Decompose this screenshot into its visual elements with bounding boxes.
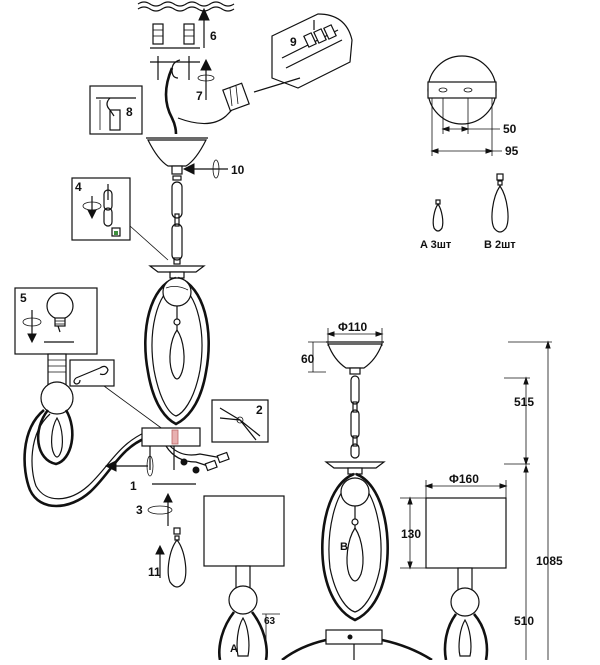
step-11-label: 11 [148, 565, 161, 579]
plate-inner-dim: 50 [503, 122, 517, 136]
canopy-diameter-label: Φ110 [338, 320, 368, 334]
pendant-crystal-11 [155, 527, 187, 588]
step-4-inset [71, 177, 169, 261]
step-5-label: 5 [20, 291, 27, 305]
crystal-b [491, 173, 509, 233]
wrench-inset [69, 359, 165, 431]
crown-plate [148, 265, 206, 279]
right-loop-frame [321, 472, 389, 622]
left-arm-lamp [23, 353, 147, 508]
arrow-10 [182, 159, 228, 179]
shade-height-label: 130 [401, 527, 421, 541]
canopy-height-label: 60 [301, 352, 315, 366]
terminal-block-inset [253, 13, 353, 93]
plate-outer-dim: 95 [505, 144, 519, 158]
step-5-inset [14, 287, 98, 355]
dim-lower-length [523, 464, 529, 660]
step-8-inset [89, 85, 143, 135]
chain [171, 175, 183, 265]
right-chain [350, 375, 360, 459]
step-8-label: 8 [126, 105, 133, 119]
arrow-7 [197, 58, 215, 100]
lower-left-shade-lamp [203, 495, 285, 661]
crystal-a-label: A 3шт [420, 239, 452, 251]
step-1-label: 1 [130, 479, 137, 493]
step-9-label: 9 [290, 35, 297, 49]
dim-crystal-length [262, 613, 280, 660]
shade-diameter-label: Φ160 [449, 472, 479, 486]
arrow-3 [147, 492, 173, 526]
arrow-up-6 [198, 7, 210, 48]
dim-canopy-height [308, 341, 326, 373]
left-crystal-label: A [230, 643, 238, 655]
upper-length-label: 515 [514, 395, 534, 409]
dim-upper-length [504, 376, 530, 466]
right-crown [324, 461, 386, 475]
step-7-label: 7 [196, 89, 203, 103]
arm-junction [141, 427, 230, 474]
ceiling-plate-detail [427, 55, 502, 156]
arrow-1 [104, 455, 196, 485]
lower-right-shade-lamp [400, 480, 508, 661]
upper-loop-frame [144, 276, 210, 426]
canopy [146, 137, 208, 175]
step-2-label: 2 [256, 403, 263, 417]
pliers-inset [211, 399, 269, 443]
dim-total-height [508, 340, 552, 660]
terminal-block [222, 82, 250, 112]
center-crystal-label: B [340, 541, 348, 553]
dim-canopy-diameter [326, 328, 384, 346]
crystal-b-label: B 2шт [484, 239, 516, 251]
step-3-label: 3 [136, 503, 143, 517]
right-arm-hub [281, 629, 433, 662]
step-6-label: 6 [210, 29, 217, 43]
step-10-label: 10 [231, 163, 245, 177]
lower-length-label: 510 [514, 614, 534, 628]
crystal-length-label: 63 [264, 616, 276, 627]
step-4-label: 4 [75, 180, 82, 194]
wall-anchors [150, 23, 200, 80]
right-canopy [326, 341, 384, 375]
ceiling-surface [137, 1, 235, 12]
crystal-a [432, 199, 444, 232]
total-height-label: 1085 [536, 554, 563, 568]
